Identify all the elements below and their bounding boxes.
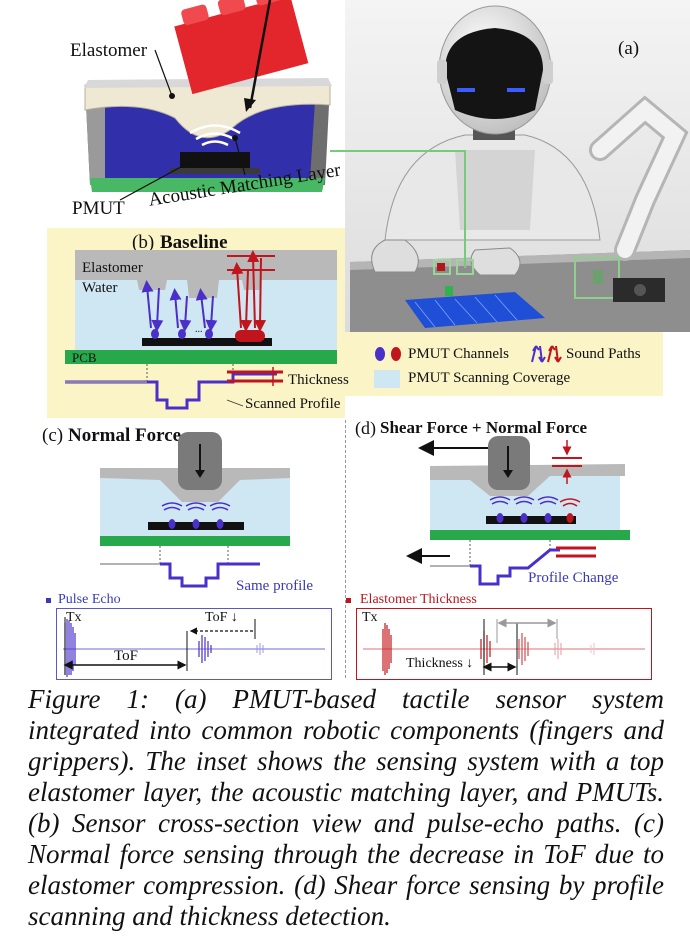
- panel-a-tag: (a): [618, 38, 640, 59]
- pe-tof-down-label: ToF ↓: [205, 610, 238, 625]
- b-water-label: Water: [82, 280, 118, 296]
- thickness-legend-marker: [346, 598, 351, 603]
- legend-coverage-label: PMUT Scanning Coverage: [408, 370, 571, 386]
- dots-text: ...: [195, 324, 203, 335]
- pulse-echo-signal-panel: [56, 608, 332, 680]
- panel-d-tag: (d): [355, 418, 376, 438]
- pulse-echo-legend-marker: [46, 598, 51, 603]
- sensor-inset: [60, 0, 350, 210]
- legend-channels-label: PMUT Channels: [408, 346, 509, 362]
- normal-force-diagram: [60, 430, 345, 600]
- thickness-legend: Elastomer Thickness: [360, 592, 477, 607]
- baseline-diagram: ...: [47, 250, 345, 418]
- robot-photo: [345, 0, 690, 332]
- pulse-echo-legend: Pulse Echo: [58, 592, 121, 607]
- panel-b-title: Baseline: [160, 232, 228, 253]
- panel-b-tag: (b): [132, 232, 155, 253]
- legend-paths-label: Sound Paths: [566, 346, 641, 362]
- b-pcb-label: PCB: [72, 350, 97, 365]
- inset-connector-line: [330, 150, 465, 152]
- pe-tof-label: ToF: [114, 648, 138, 664]
- thickness-signal-panel: [356, 608, 652, 680]
- figure-caption: Figure 1: (a) PMUT-based tactile sensor …: [28, 684, 664, 931]
- th-thickness-down-label: Thickness ↓: [406, 656, 474, 671]
- panel-d-title: Shear Force + Normal Force: [380, 418, 588, 437]
- panel-divider: [345, 420, 346, 678]
- legend-channel-icons: [372, 346, 406, 367]
- b-thickness-label: Thickness: [288, 372, 349, 388]
- profile-change-label: Profile Change: [528, 570, 619, 586]
- b-elastomer-label: Elastomer: [82, 260, 143, 276]
- th-tx-label: Tx: [362, 610, 378, 625]
- inset-connector-drop: [464, 150, 466, 268]
- b-scanned-label: Scanned Profile: [245, 396, 341, 412]
- same-profile-label: Same profile: [236, 578, 314, 594]
- pe-tx-label: Tx: [66, 610, 82, 625]
- pmut-label: PMUT: [72, 198, 125, 219]
- panel-c-tag: (c): [42, 425, 64, 446]
- legend-coverage-swatch: [374, 370, 400, 388]
- panel-c-title: Normal Force: [68, 425, 182, 446]
- legend-sound-path-icons: [528, 344, 564, 369]
- shear-force-diagram: [400, 436, 660, 596]
- elastomer-label: Elastomer: [70, 40, 148, 61]
